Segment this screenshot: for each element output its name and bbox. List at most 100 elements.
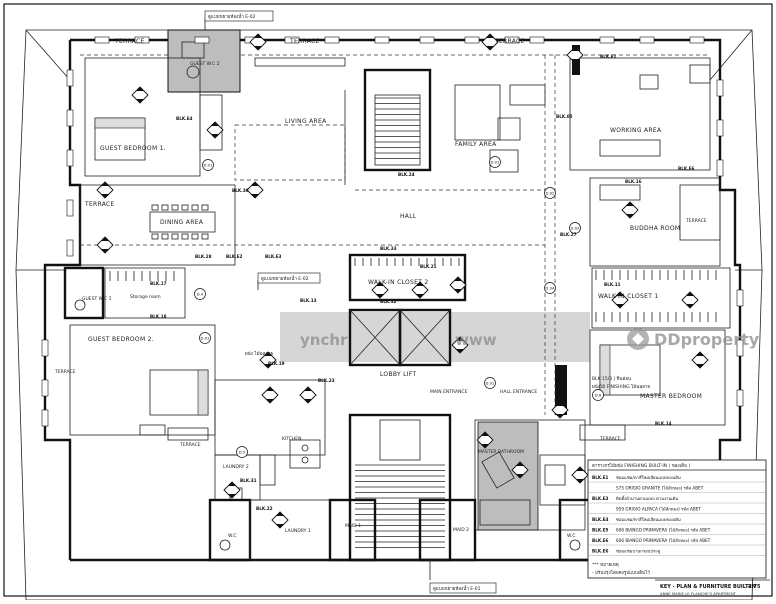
block-tag: BLK.E2 <box>226 254 243 259</box>
block-tag: BLK.27 <box>560 232 577 237</box>
label-hall: HALL <box>400 213 417 220</box>
label-maid2: MAID 2 <box>453 527 469 533</box>
storage-note: ผนัง ไม้ฉลุลาย <box>245 351 274 357</box>
block-tag: BLK.17 <box>150 281 167 286</box>
label-guest-bedroom2: GUEST BEDROOM 2. <box>88 336 154 343</box>
block-tag: BLK.E3 <box>265 254 282 259</box>
block-tag: BLK.16 <box>625 179 642 184</box>
block-tag: BLK.22 <box>256 506 273 511</box>
finishing-note-a: BLK.15/3 | หินอ่อน <box>592 376 631 382</box>
block-tag: BLK.05 <box>556 114 573 119</box>
legend-row-text: ซ่อมแซม/ทาสีใหม่เลียนแบบของเดิม <box>616 474 681 480</box>
watermark: ynchr www DDproperty <box>300 328 760 350</box>
door-tag-label: D.5 <box>239 450 246 455</box>
legend-row-code: BLK.E1 <box>592 475 609 480</box>
block-tag: BLK.21 <box>420 264 437 269</box>
label-maid1: MAID 1 <box>345 523 361 529</box>
gray-band <box>280 312 590 362</box>
watermark-brand: DDproperty <box>654 330 760 349</box>
door-tag: D.4 <box>194 288 206 300</box>
legend-note-1: *** หมายเหตุ <box>592 562 619 568</box>
block-tag: BLK.28 <box>195 254 212 259</box>
legend-row-text: 959 GRIGIO ALPACA (ไม้สักทอง) รหัส ABET <box>616 506 701 512</box>
door-tag-label: D.02 <box>571 226 581 231</box>
label-walk-in-closet2: WALK-IN CLOSET 2 <box>368 279 429 286</box>
block-tag: BLK.32 <box>380 299 397 304</box>
label-terrace-8: TERRACE <box>599 436 621 442</box>
door-tag-label: D.01 <box>204 163 214 168</box>
section-diamond <box>299 386 317 404</box>
door-tag-label: D.02 <box>546 191 556 196</box>
section-diamond <box>691 351 709 369</box>
door-tag-label: D.3A <box>545 286 555 291</box>
block-tag: BLK.E1 <box>600 54 617 59</box>
section-diamond <box>476 431 494 449</box>
service-rooms <box>208 454 377 562</box>
section-diamond <box>511 461 529 479</box>
legend-row-code: BLK.E5 <box>592 528 609 533</box>
block-tag: BLK.23 <box>318 378 335 383</box>
section-diamond <box>566 46 584 64</box>
section-diamond <box>131 86 149 104</box>
label-terrace-2: TERRACE <box>289 38 320 45</box>
legend-row-text: ซ่อมแซมบานกรอบประตู <box>616 549 660 555</box>
label-guest-wc1: GUEST W.C 1 <box>82 296 112 302</box>
door-tags: D.01D.01D.02D.02D.3AD.4D.5D.6D.01D.01 <box>194 156 604 458</box>
section-diamond <box>449 276 467 294</box>
block-tag: BLK.33 <box>380 246 397 251</box>
block-tag: BLK.E4 <box>176 116 193 121</box>
callout-mid: ดูแบบขยายห้องน้ำ E-02 <box>257 272 321 290</box>
section-diamond <box>611 291 629 309</box>
guest-bedroom1-room <box>84 57 223 177</box>
walk-in-closet2-room <box>348 253 467 302</box>
door-tag: D.01 <box>484 377 496 389</box>
window-marks <box>41 36 744 427</box>
section-markers <box>96 33 709 529</box>
block-tag: BLK.30 <box>232 188 249 193</box>
family-area-furniture <box>454 84 546 173</box>
door-tag-label: D.4 <box>197 292 204 297</box>
callout-mid-text: ดูแบบขยายห้องน้ำ E-02 <box>261 275 309 282</box>
section-diamond <box>571 466 589 484</box>
label-kitchen: KITCHEN <box>282 436 302 442</box>
door-tag-label: D.01 <box>486 381 496 386</box>
legend-row-text: 606 BIANGO PRIMAVERA (ไม้สักทอง) รหัส AB… <box>616 537 711 543</box>
stair-core-lower <box>348 413 452 562</box>
door-tag: D.02 <box>569 222 581 234</box>
label-main-entrance: MAIN ENTRANCE <box>430 389 468 395</box>
door-tag: D.02 <box>544 187 556 199</box>
label-terrace-1: TERRACE <box>114 38 145 45</box>
legend-row-text: 575 ORIGIO GRANITE (ไม้สักทอง) รหัส ABET <box>616 485 704 491</box>
door-tag: D.6 <box>592 389 604 401</box>
section-diamond <box>96 236 114 254</box>
label-terrace-6: TERRACE <box>54 369 76 375</box>
section-diamond <box>249 33 267 51</box>
label-walk-in-closet1: WALK-IN CLOSET 1 <box>598 293 659 300</box>
label-terrace-7: TERRACE <box>179 442 201 448</box>
storage-room <box>104 267 186 319</box>
block-tag: BLK.24 <box>398 172 415 177</box>
ddproperty-logo <box>627 328 649 350</box>
door-tag: D.01 <box>202 159 214 171</box>
callout-top-text: ดูแบบขยายห้องน้ำ E-02 <box>208 13 256 20</box>
section-diamond <box>96 181 114 199</box>
section-diamond <box>411 281 429 299</box>
block-tag: BLK.19 <box>268 361 285 366</box>
section-diamond <box>206 121 224 139</box>
callout-bottom-text: ดูแบบขยายห้องน้ำ E-01 <box>433 585 481 592</box>
block-tag: BLK.18 <box>150 314 167 319</box>
section-diamond <box>371 281 389 299</box>
door-tag: D.01 <box>199 332 211 344</box>
block-tag: BLK.11 <box>604 282 621 287</box>
label-laundry2: LAUNDRY 2 <box>223 464 249 470</box>
section-diamond <box>223 481 241 499</box>
callout-bottom: ดูแบบขยายห้องน้ำ E-01 <box>429 560 497 594</box>
watermark-mid: www <box>455 331 497 349</box>
stair-core <box>363 68 432 172</box>
walk-in-closet1-room <box>591 267 731 329</box>
section-diamond <box>681 291 699 309</box>
legend-note-2: - ปรับปรุงโดยคงรูปแบบเดิมไว้ <box>592 569 650 576</box>
label-dining-area: DINING AREA <box>160 219 204 226</box>
master-bathroom-room <box>474 419 586 531</box>
label-wc-left: W.C <box>228 533 237 539</box>
